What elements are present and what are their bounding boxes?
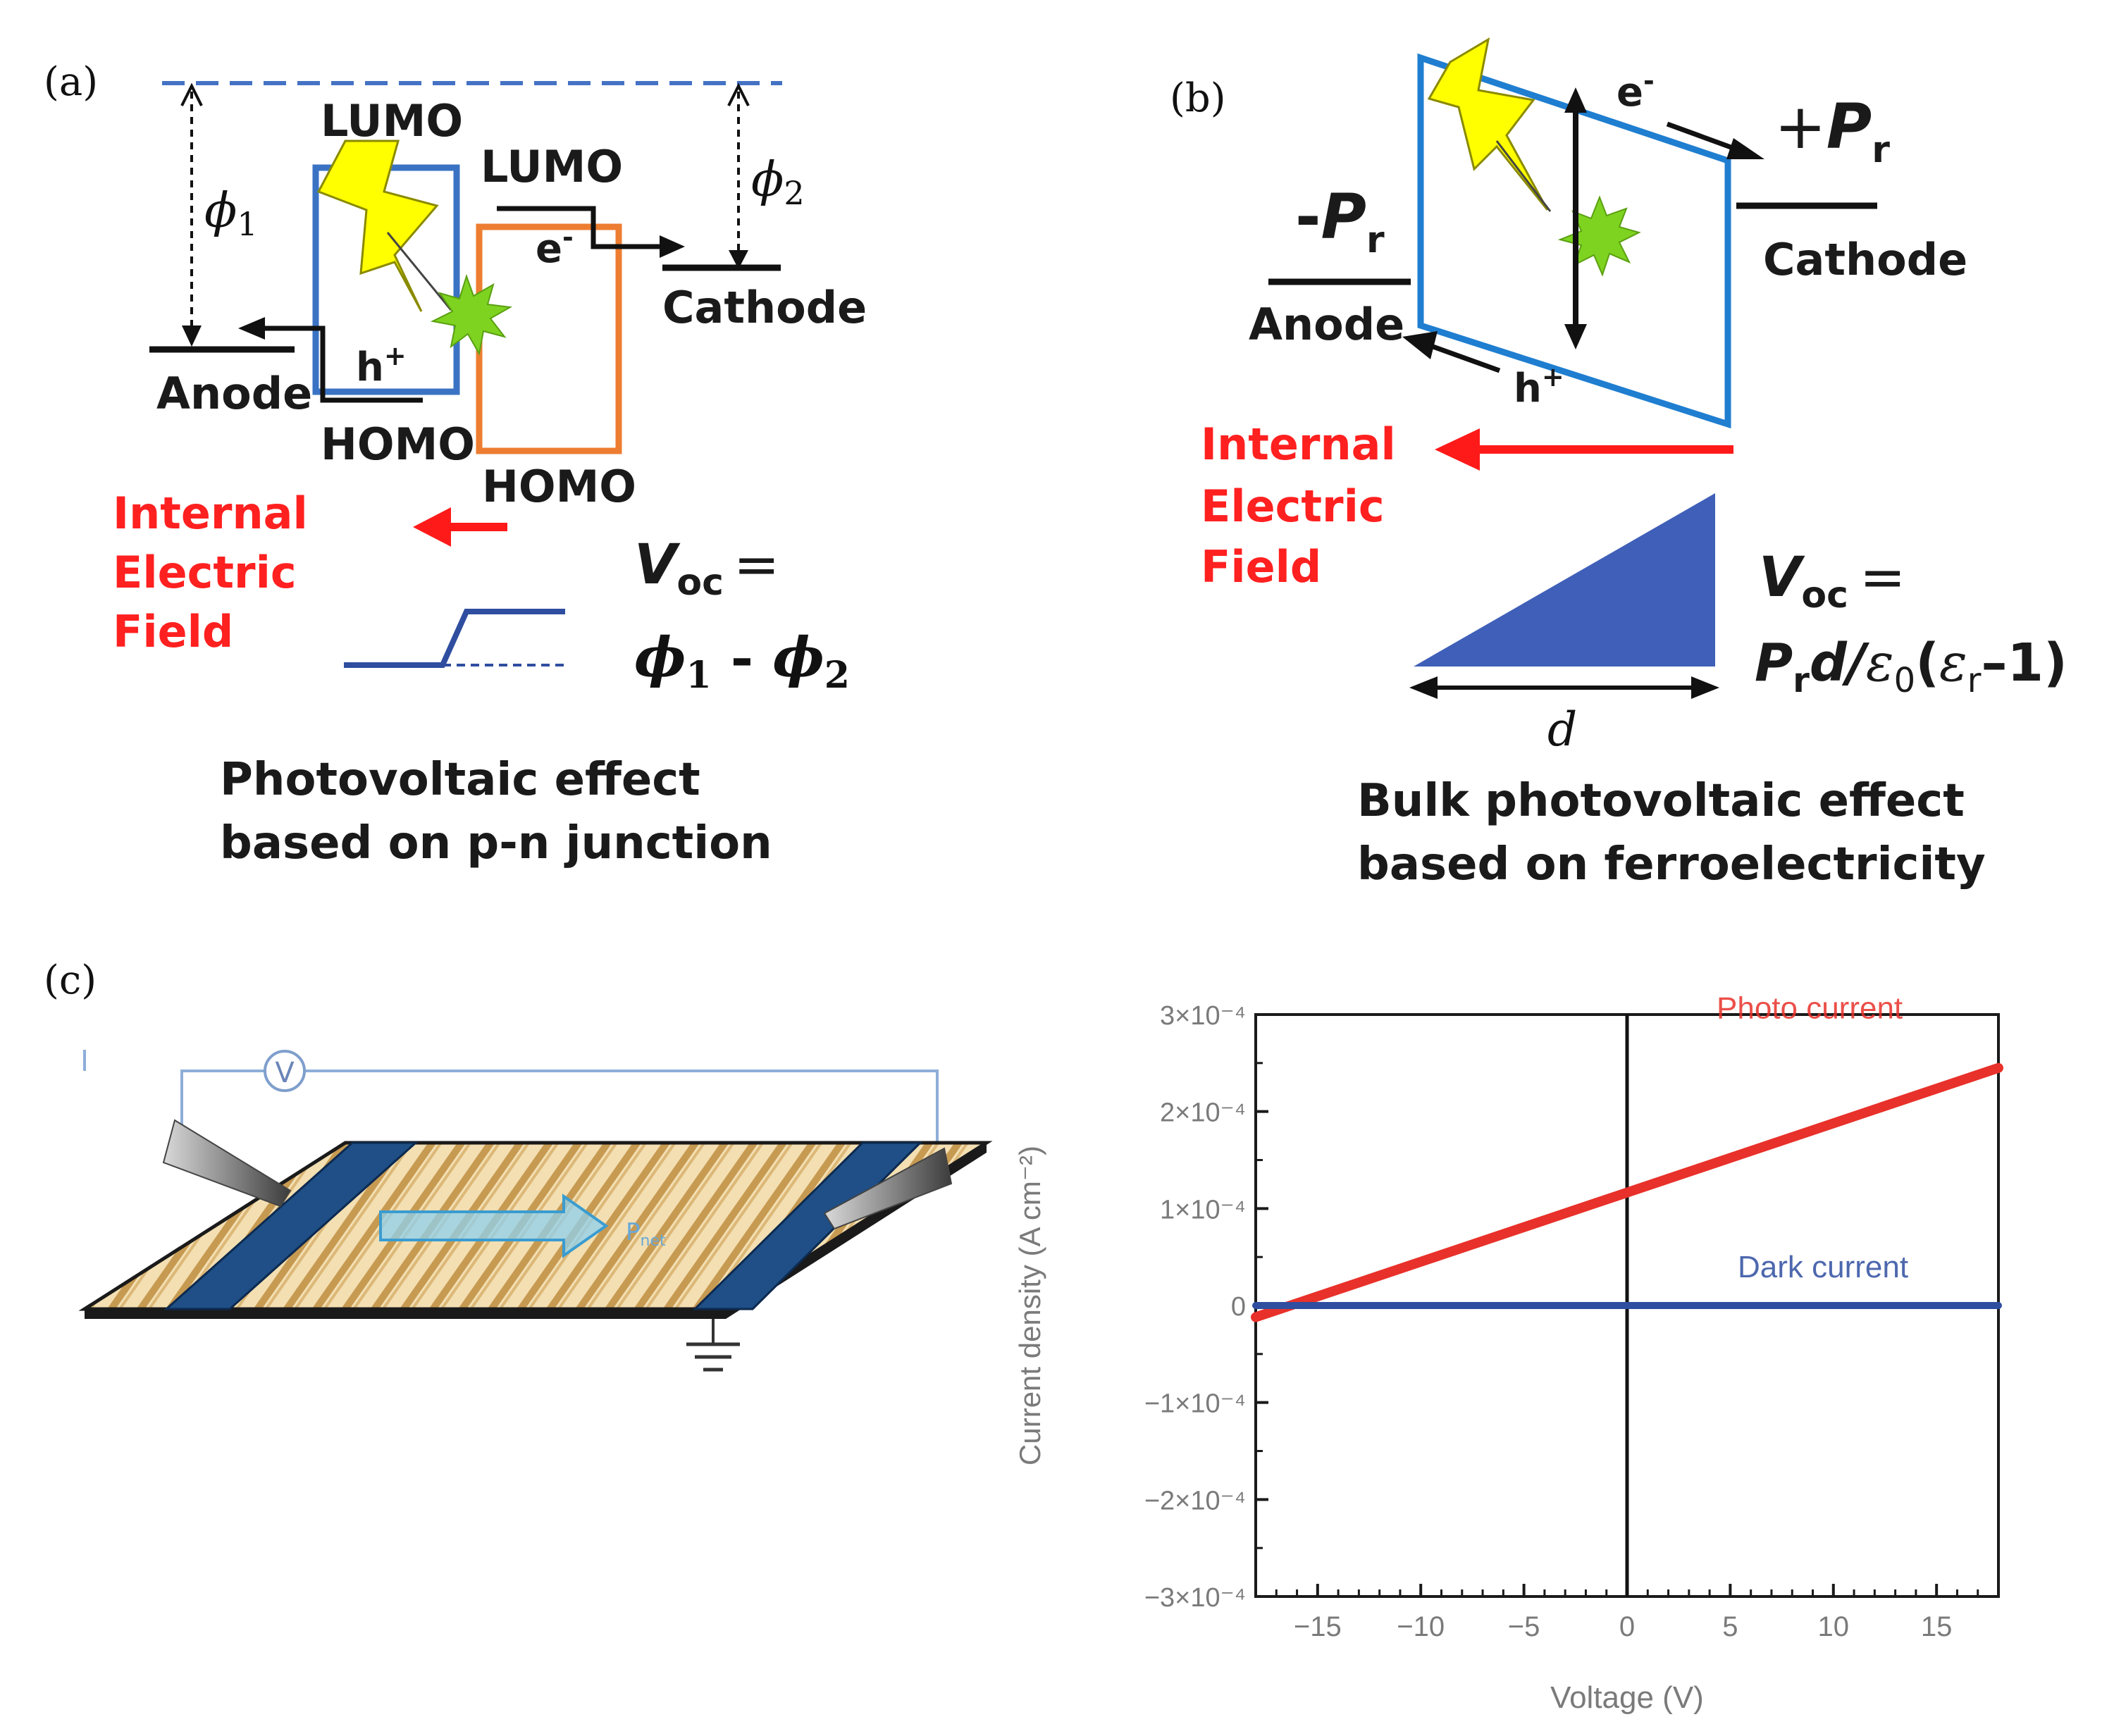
plus-pr-label: +Pr bbox=[1774, 90, 1890, 171]
phi1-arrowhead-bottom-icon bbox=[182, 326, 202, 347]
electron-label: e- bbox=[1617, 66, 1655, 116]
left-probe-tip-icon bbox=[162, 1119, 292, 1208]
y-tick-label: 1×10⁻⁴ bbox=[1160, 1195, 1246, 1224]
light-ray-icon bbox=[1495, 140, 1552, 212]
photo-current-label: Photo current bbox=[1717, 991, 1903, 1026]
voltmeter-icon bbox=[264, 1050, 306, 1092]
ferroelectric-cell bbox=[1417, 53, 1731, 429]
exciton-burst-icon bbox=[430, 273, 513, 356]
x-tick-label: −15 bbox=[1294, 1611, 1342, 1642]
x-tick-label: 10 bbox=[1818, 1611, 1850, 1642]
phi1-arrowhead-top-icon bbox=[180, 82, 203, 106]
field-label-line2: Electric bbox=[1201, 480, 1385, 532]
d-arrowhead-right-icon bbox=[1691, 676, 1719, 699]
electron-arrowhead-icon bbox=[660, 235, 685, 258]
d-label: d bbox=[1547, 702, 1577, 757]
y-tick-label: 3×10⁻⁴ bbox=[1160, 1001, 1246, 1031]
lightning-bolt-icon bbox=[316, 140, 439, 312]
x-axis-label: Voltage (V) bbox=[1550, 1680, 1704, 1715]
voltmeter-label: V bbox=[275, 1057, 295, 1089]
voc-formula: ϕ1 - ϕ2 bbox=[634, 626, 850, 697]
minus-pr-label: -Pr bbox=[1295, 180, 1385, 261]
hole-label: h+ bbox=[356, 340, 407, 390]
light-ray-icon bbox=[386, 232, 452, 311]
substrate-side bbox=[85, 1309, 726, 1319]
anode-label: Anode bbox=[156, 368, 312, 419]
caption-a-line2: based on p-n junction bbox=[220, 817, 772, 869]
field-arrowhead-icon bbox=[413, 507, 451, 547]
homo-left-label: HOMO bbox=[321, 418, 475, 470]
phi2-arrowhead-top-icon bbox=[727, 82, 750, 106]
y-axis-ticks: 3×10⁻⁴ 2×10⁻⁴ 1×10⁻⁴ 0 −1×10⁻⁴ −2×10⁻⁴ −3×10⁻⁴ bbox=[1144, 1001, 1268, 1613]
panel-c-label: (c) bbox=[44, 957, 97, 1003]
electron-arrow bbox=[1666, 121, 1742, 154]
voc-formula: Prd/ε0(εr–1) bbox=[1755, 633, 2067, 700]
voc-label: Voc= bbox=[1759, 546, 1905, 616]
y-tick-label: −2×10⁻⁴ bbox=[1144, 1486, 1246, 1515]
x-tick-label: 5 bbox=[1722, 1611, 1738, 1642]
y-tick-label: −1×10⁻⁴ bbox=[1144, 1389, 1246, 1419]
hole-label: h+ bbox=[1514, 361, 1564, 411]
right-electrode bbox=[692, 1141, 923, 1310]
lumo-right-label: LUMO bbox=[481, 141, 623, 192]
photo-current-line bbox=[1251, 1062, 2003, 1322]
x-tick-label: −10 bbox=[1397, 1611, 1445, 1642]
field-label-line3: Field bbox=[113, 606, 233, 657]
caption-a-line1: Photovoltaic effect bbox=[220, 754, 700, 806]
carrier-arrowhead-bottom-icon bbox=[1564, 324, 1587, 349]
electron-label: e- bbox=[536, 222, 574, 272]
ground-icon bbox=[686, 1342, 740, 1372]
panel-b: (b) e- +Pr Cathode -Pr Anode h+ Internal… bbox=[1170, 37, 2067, 891]
x-tick-label: −5 bbox=[1508, 1611, 1540, 1642]
electron-arrowhead-icon bbox=[1726, 138, 1764, 159]
voc-label: Voc= bbox=[634, 533, 779, 604]
lumo-left-label: LUMO bbox=[321, 95, 463, 147]
caption-b-line2: based on ferroelectricity bbox=[1357, 838, 1986, 891]
electron-path-arrow bbox=[497, 206, 669, 249]
left-electrode bbox=[163, 1141, 419, 1310]
iv-chart: 3×10⁻⁴ 2×10⁻⁴ 1×10⁻⁴ 0 −1×10⁻⁴ −2×10⁻⁴ −3×10⁻⁴… bbox=[1013, 991, 2003, 1715]
field-label-line1: Internal bbox=[113, 488, 308, 539]
right-probe-tip-icon bbox=[823, 1147, 953, 1230]
field-label-line1: Internal bbox=[1201, 418, 1396, 470]
field-label-line2: Electric bbox=[113, 547, 297, 598]
polarization-arrow-icon bbox=[379, 1194, 609, 1258]
panel-a-label: (a) bbox=[44, 59, 98, 105]
x-tick-label: 0 bbox=[1619, 1611, 1635, 1642]
y-tick-label: −3×10⁻⁴ bbox=[1144, 1583, 1246, 1613]
phi2-arrowhead-bottom-icon bbox=[729, 250, 748, 269]
y-axis-label: Current density (A cm⁻²) bbox=[1013, 1146, 1046, 1465]
cathode-label: Cathode bbox=[1763, 234, 1967, 285]
circuit-wire bbox=[180, 1070, 939, 1162]
caption-b-line1: Bulk photovoltaic effect bbox=[1357, 775, 1965, 827]
hole-path-arrow bbox=[254, 326, 423, 403]
d-arrowhead-left-icon bbox=[1409, 676, 1438, 699]
band-step-line bbox=[344, 609, 565, 668]
panel-c-device: (c) V Pnet bbox=[44, 957, 993, 1372]
anode-label: Anode bbox=[1249, 299, 1404, 350]
y-tick-label: 2×10⁻⁴ bbox=[1160, 1098, 1246, 1128]
hole-arrow bbox=[1428, 342, 1501, 373]
phi2-symbol: ϕ2 bbox=[751, 152, 805, 212]
hole-arrowhead-icon bbox=[238, 317, 265, 340]
homo-right-label: HOMO bbox=[482, 461, 636, 512]
field-arrowhead-icon bbox=[1435, 428, 1480, 471]
carrier-arrowhead-top-icon bbox=[1564, 87, 1587, 113]
hole-arrowhead-icon bbox=[1402, 331, 1438, 359]
cathode-label: Cathode bbox=[662, 282, 867, 333]
polarization-label: Pnet bbox=[626, 1218, 666, 1250]
field-label-line3: Field bbox=[1201, 541, 1321, 593]
dark-current-label: Dark current bbox=[1738, 1250, 1908, 1284]
phi1-symbol: ϕ1 bbox=[204, 183, 258, 243]
potential-wedge bbox=[1414, 493, 1715, 666]
y-tick-label: 0 bbox=[1231, 1292, 1246, 1322]
panel-b-label: (b) bbox=[1170, 75, 1226, 121]
exciton-burst-icon bbox=[1557, 195, 1641, 277]
x-tick-label: 15 bbox=[1921, 1611, 1953, 1642]
panel-a: (a) ϕ1 ϕ2 Anode Cathode LUMO LUMO HOMO H… bbox=[44, 59, 867, 869]
